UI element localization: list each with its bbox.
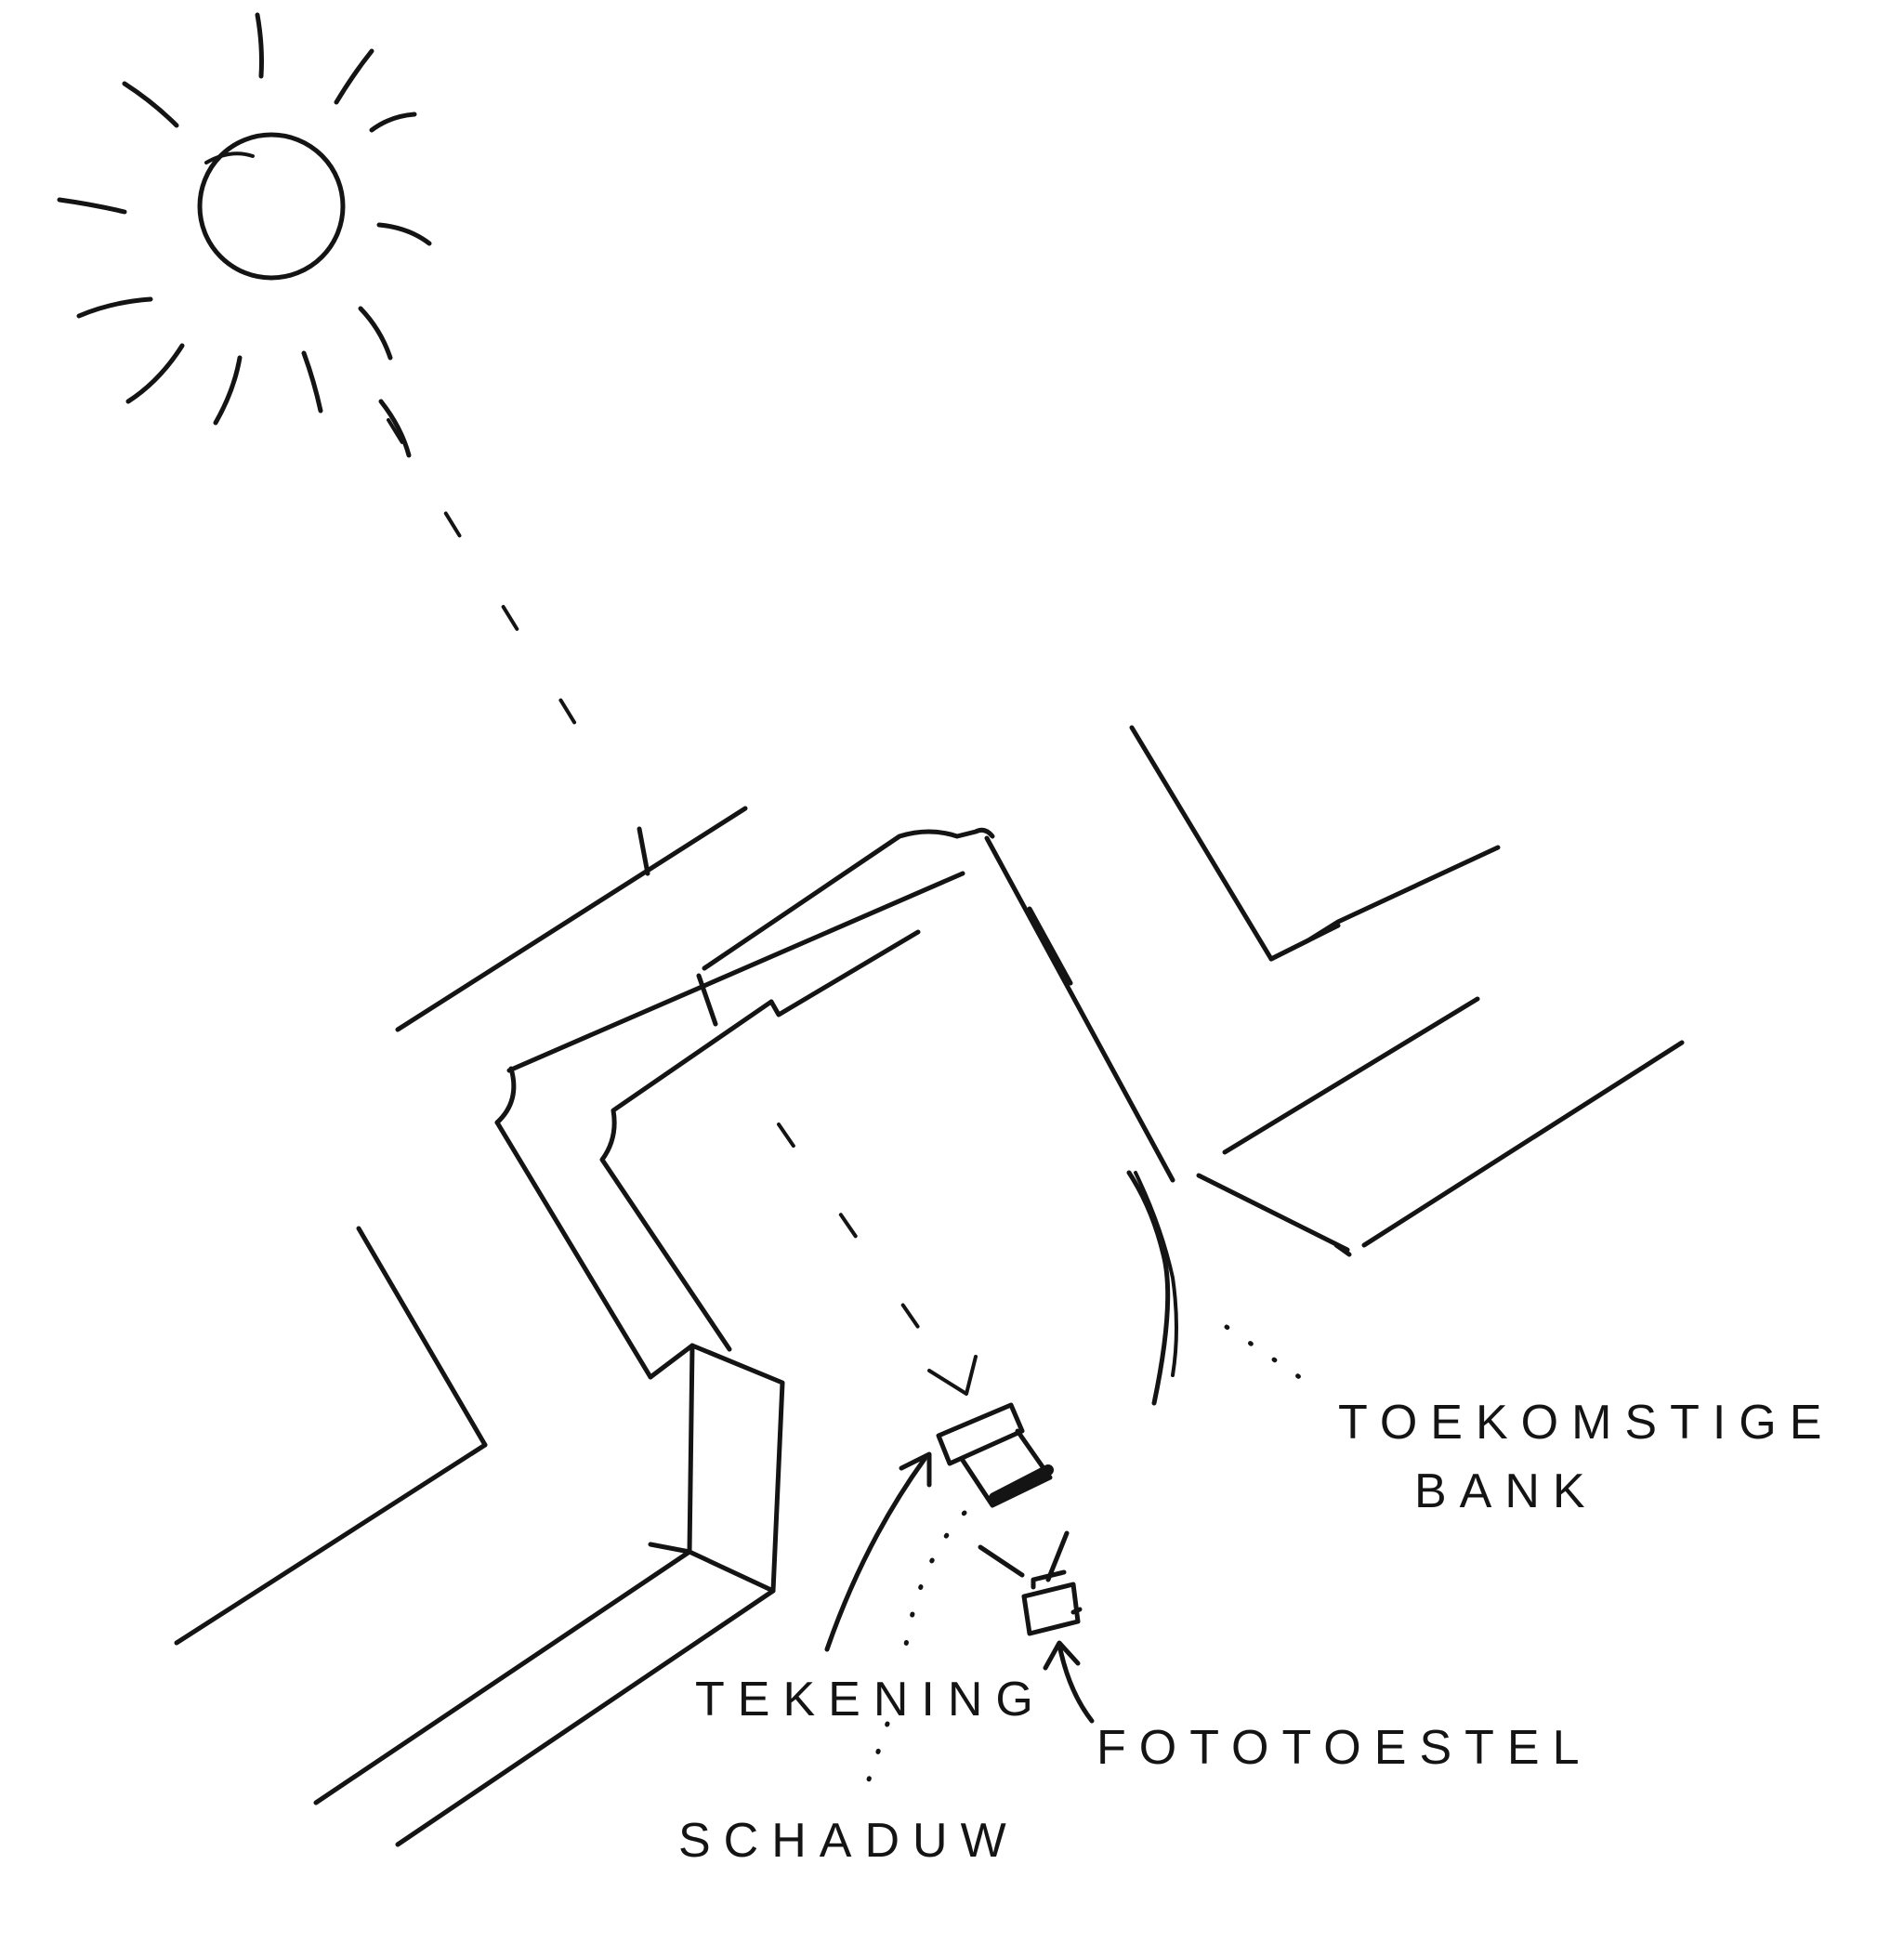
future-bench-label-line2: BANK — [1414, 1464, 1598, 1518]
camera-arrow — [1043, 1640, 1095, 1724]
camera-icon — [978, 1530, 1083, 1636]
drawing-arrow — [824, 1451, 932, 1652]
camera-label: FOTOTOESTEL — [1096, 1721, 1593, 1775]
sun-icon — [57, 12, 432, 458]
shadow-label: SCHADUW — [678, 1814, 1019, 1868]
building-outlines — [174, 725, 1685, 1847]
sunlight-ray — [387, 418, 978, 1396]
drawing-board-icon — [936, 1402, 1054, 1508]
bench-leader-dots — [1224, 1324, 1313, 1387]
drawing-label: TEKENING — [695, 1673, 1046, 1726]
shadow-dotted-line — [903, 1510, 967, 1648]
shadow-leader-dots — [866, 1721, 890, 1782]
future-bench-label: TOEKOMSTIGE — [1338, 1396, 1834, 1450]
future-bench-shape — [1126, 1170, 1178, 1406]
